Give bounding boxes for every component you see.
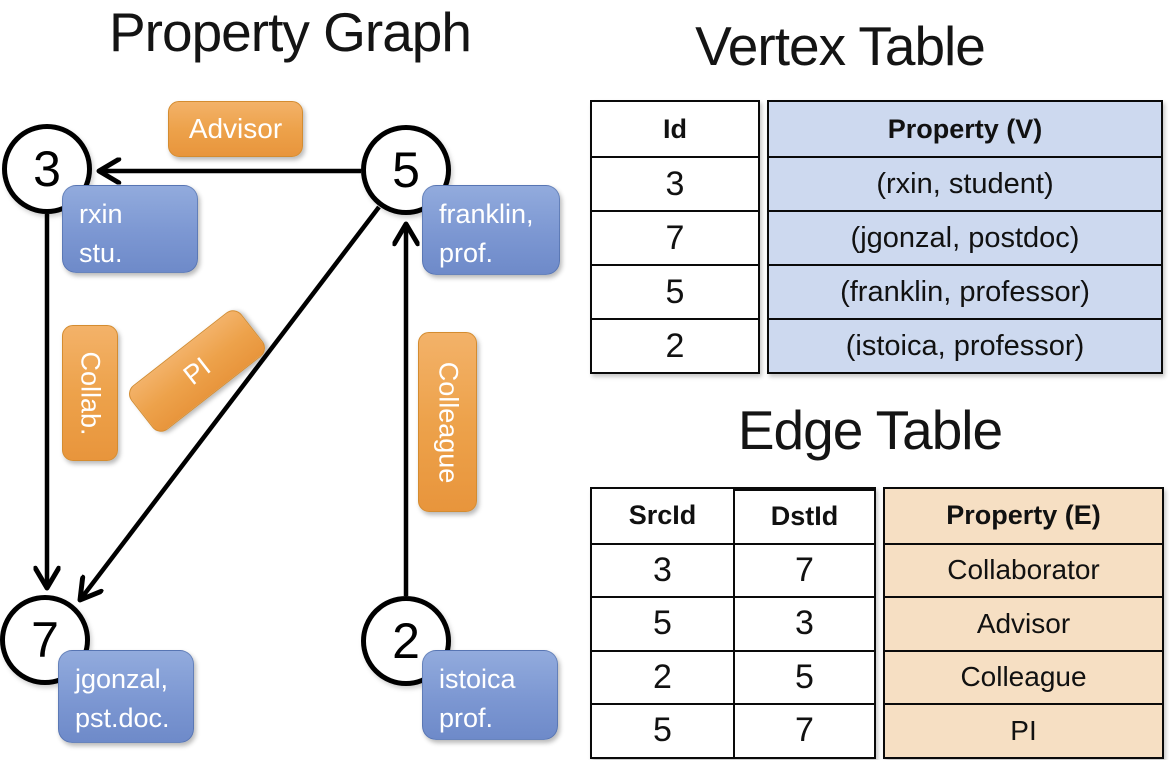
edge-label-text: Colleague bbox=[433, 361, 463, 483]
vertex-table-property-cell: (franklin, professor) bbox=[769, 264, 1161, 318]
edge-table-property-cell: Collaborator bbox=[885, 542, 1162, 596]
edge-table-header-property: Property (E) bbox=[885, 489, 1162, 543]
vertex-table-property-cell: (jgonzal, postdoc) bbox=[769, 210, 1161, 264]
node-id-label: 3 bbox=[33, 141, 61, 197]
vertex-table-id-cell: 3 bbox=[592, 156, 758, 210]
edge-label-text: PI bbox=[177, 350, 216, 391]
vertex-property-line: istoica bbox=[439, 664, 516, 694]
property-graph-title: Property Graph bbox=[108, 1, 472, 63]
vertex-table-id-cell: 2 bbox=[592, 318, 758, 372]
vertex-property-line: stu. bbox=[79, 238, 123, 269]
edge-label-pi: PI bbox=[124, 305, 270, 437]
vertex-table-property-cell: (rxin, student) bbox=[769, 156, 1161, 210]
edge-table-dstid-cell: 7 bbox=[733, 703, 874, 757]
vertex-property-box-franklin: franklin, prof. bbox=[422, 185, 560, 275]
edge-table-srcid-cell: 2 bbox=[592, 649, 733, 704]
graph-node-5: 5 bbox=[361, 125, 451, 215]
edge-table-property-cell: Advisor bbox=[885, 596, 1162, 650]
vertex-table-property-column: Property (V) (rxin, student) (jgonzal, p… bbox=[767, 100, 1163, 374]
edge-table-property-column: Property (E) Collaborator Advisor Collea… bbox=[883, 487, 1164, 759]
vertex-table-header-property: Property (V) bbox=[769, 102, 1161, 156]
node-id-label: 7 bbox=[31, 612, 59, 668]
vertex-property-line: prof. bbox=[439, 238, 494, 269]
edge-table-property-cell: PI bbox=[885, 703, 1162, 757]
edge-table-id-columns: SrcId DstId 3 7 5 3 2 5 5 7 bbox=[590, 487, 876, 759]
edge-table-header-dstid: DstId bbox=[733, 489, 874, 543]
vertex-table-id-column: Id 3 7 5 2 bbox=[590, 100, 760, 374]
node-id-label: 5 bbox=[392, 142, 420, 198]
edge-label-colleague: Colleague bbox=[418, 332, 477, 512]
vertex-table-title: Vertex Table bbox=[695, 15, 986, 77]
vertex-property-line: pst.doc. bbox=[75, 703, 170, 734]
vertex-property-line: franklin, bbox=[439, 199, 534, 229]
edge-table-srcid-cell: 5 bbox=[592, 703, 733, 757]
vertex-table-property-cell: (istoica, professor) bbox=[769, 318, 1161, 372]
edge-label-text: Advisor bbox=[188, 113, 283, 144]
edge-table-srcid-cell: 5 bbox=[592, 596, 733, 650]
vertex-property-box-jgonzal: jgonzal, pst.doc. bbox=[58, 650, 194, 743]
graph-node-3: 3 bbox=[2, 124, 92, 214]
edge-label-collab: Collab. bbox=[62, 325, 118, 461]
edge-table-srcid-cell: 3 bbox=[592, 542, 733, 597]
vertex-table-id-cell: 7 bbox=[592, 210, 758, 264]
vertex-property-line: prof. bbox=[439, 703, 494, 734]
edge-table-title: Edge Table bbox=[737, 399, 1003, 461]
edge-label-text: Collab. bbox=[75, 350, 106, 436]
vertex-property-line: rxin bbox=[79, 199, 123, 229]
vertex-property-line: jgonzal, bbox=[75, 664, 169, 694]
edge-table-header-srcid: SrcId bbox=[628, 500, 697, 531]
vertex-table-header-id: Id bbox=[663, 113, 687, 144]
edge-table-property-cell: Colleague bbox=[885, 649, 1162, 703]
edge-label-advisor: Advisor bbox=[168, 101, 303, 157]
vertex-property-box-istoica: istoica prof. bbox=[422, 650, 558, 740]
edge-table-dstid-cell: 7 bbox=[733, 542, 874, 596]
vertex-property-box-rxin: rxin stu. bbox=[62, 185, 198, 273]
node-id-label: 2 bbox=[392, 613, 420, 669]
vertex-table-id-cell: 5 bbox=[592, 264, 758, 318]
edge-table-dstid-cell: 3 bbox=[733, 596, 874, 650]
edge-table-dstid-cell: 5 bbox=[733, 649, 874, 703]
